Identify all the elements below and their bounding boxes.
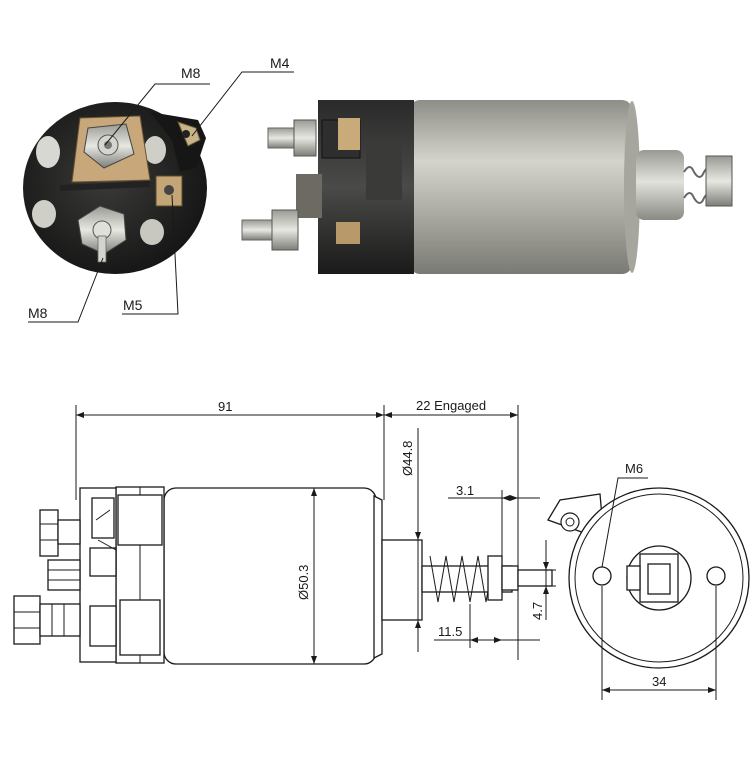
side-view-photo — [241, 100, 733, 274]
side-outline-drawing — [13, 486, 553, 665]
dim-offset: 4.7 — [530, 602, 545, 620]
dim-bolt-spacing: 34 — [652, 674, 666, 689]
photo-callouts: M8 M4 M8 M5 — [28, 55, 294, 323]
dim-gap: 3.1 — [456, 483, 474, 498]
dim-body-diameter: Ø50.3 — [296, 565, 311, 600]
label-m8-bottom: M8 — [28, 305, 48, 321]
label-m6: M6 — [625, 461, 643, 476]
label-m4: M4 — [270, 55, 290, 71]
side-dimensions: 91 22 Engaged Ø44.8 Ø50.3 3.1 11.5 4.7 — [75, 398, 556, 664]
dim-plunger-diameter: Ø44.8 — [400, 441, 415, 476]
end-outline-drawing: M6 34 — [547, 461, 750, 700]
dim-spring: 11.5 — [438, 624, 462, 639]
label-m8-top: M8 — [181, 65, 201, 81]
dim-engaged: 22 Engaged — [416, 398, 486, 413]
dim-length: 91 — [218, 399, 232, 414]
label-m5: M5 — [123, 297, 143, 313]
end-view-photo — [23, 102, 207, 274]
